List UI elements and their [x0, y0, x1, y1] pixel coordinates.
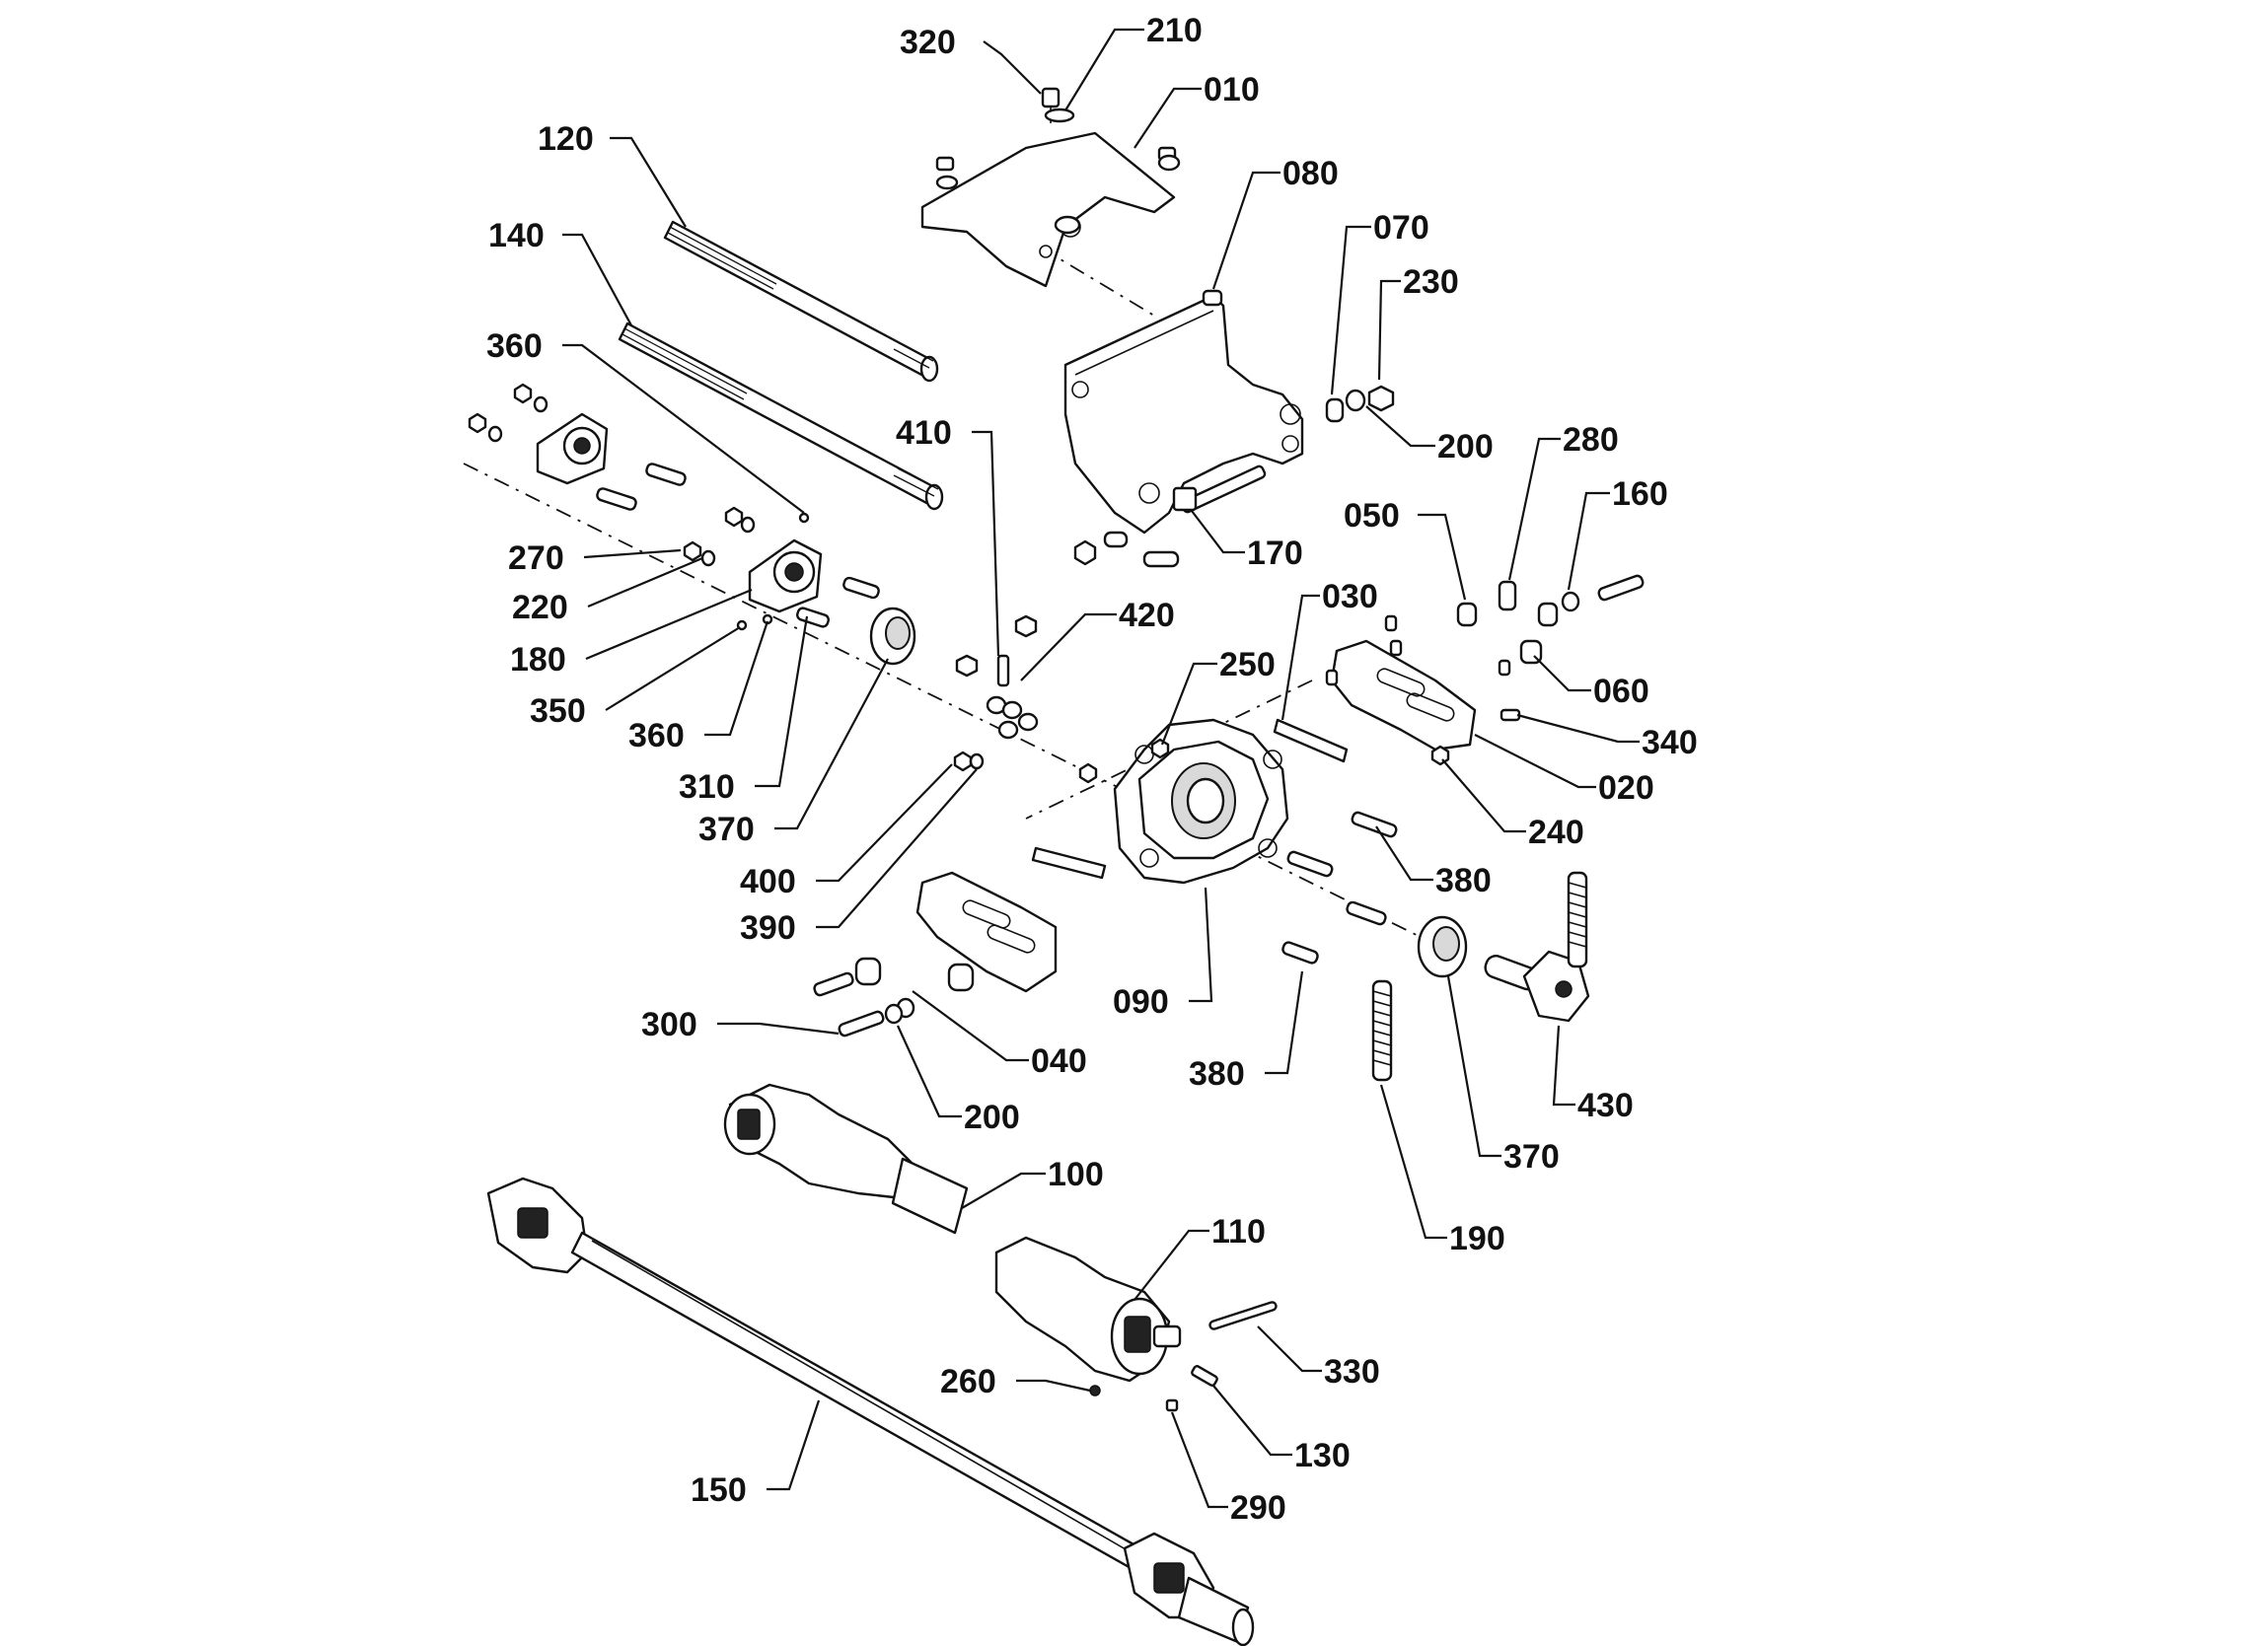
callout-320: 320: [900, 24, 956, 61]
callout-430: 430: [1577, 1087, 1634, 1124]
part-200-washer-lower: [884, 997, 915, 1025]
callout-180: 180: [510, 641, 566, 679]
part-030-plate: [1273, 718, 1349, 763]
callout-labels: 320 210 010 120 080 070 140 230 360 200 …: [486, 12, 1698, 1527]
callout-220: 220: [512, 589, 568, 626]
callout-360: 360: [486, 327, 543, 365]
callout-080: 080: [1282, 155, 1339, 192]
callout-130: 130: [1294, 1437, 1351, 1474]
part-180-flange-bearing-upper: [536, 412, 609, 485]
part-080-bracket: [1063, 289, 1304, 535]
part-180-flange-bearing: [748, 538, 823, 613]
part-320-screw: [935, 87, 1177, 172]
part-160-spacer: [1537, 574, 1645, 627]
part-110-shaft-half: [994, 1236, 1182, 1383]
part-410-screw: [955, 614, 1038, 687]
callout-370: 370: [698, 811, 755, 848]
part-220-washer: [487, 395, 756, 567]
part-230-nut: [1367, 385, 1395, 412]
callout-200: 200: [964, 1099, 1020, 1136]
part-210-washer: [935, 107, 1181, 235]
part-400-nut: [953, 751, 973, 772]
callout-350: 350: [530, 692, 586, 730]
callout-050: 050: [1344, 497, 1400, 535]
callout-010: 010: [1204, 71, 1260, 108]
callout-300: 300: [641, 1006, 697, 1043]
bolts-left: [596, 463, 880, 628]
part-260-screw: [1089, 1385, 1101, 1396]
callout-020: 020: [1598, 769, 1654, 807]
callout-070: 070: [1373, 209, 1429, 247]
part-240-nut: [1430, 745, 1450, 766]
callout-420: 420: [1119, 597, 1175, 634]
part-140-shaft: [618, 322, 944, 511]
callout-170: 170: [1247, 535, 1303, 572]
callout-310: 310: [679, 768, 735, 806]
callout-200: 200: [1437, 428, 1494, 465]
part-340-screw: [1500, 708, 1521, 722]
part-050-spacer: [1456, 602, 1478, 627]
assembly-axis: [463, 211, 1441, 948]
part-420-washers: [986, 695, 1039, 740]
callout-230: 230: [1403, 263, 1459, 301]
part-370-bearing-left: [869, 607, 916, 666]
part-280-bolt: [1498, 580, 1517, 611]
part-390-washer: [969, 752, 985, 770]
callout-110: 110: [1211, 1213, 1266, 1251]
part-130-key: [1191, 1365, 1218, 1387]
part-070-pin: [1325, 397, 1345, 423]
part-290-fitting: [1165, 1398, 1179, 1412]
part-200-washer-top: [1345, 389, 1366, 412]
callout-400: 400: [740, 863, 796, 900]
part-020-plate-lower: [915, 871, 1058, 993]
part-040-spacer: [854, 957, 975, 992]
part-010-cover-plate: [920, 131, 1176, 288]
part-090-housing: [1113, 718, 1289, 885]
part-270-nut: [468, 383, 744, 562]
part-100-shaft-half: [723, 1083, 969, 1235]
part-380-bolt: [1281, 811, 1398, 965]
part-020-plate: [1330, 639, 1477, 751]
part-030-plate-lower: [1031, 846, 1107, 880]
callout-410: 410: [896, 414, 952, 452]
callout-380: 380: [1435, 862, 1492, 899]
callout-290: 290: [1230, 1489, 1286, 1527]
part-430-hub: [1484, 950, 1590, 1023]
callout-040: 040: [1031, 1042, 1087, 1080]
part-330-pin: [1208, 1301, 1278, 1330]
part-250-screw: [1078, 738, 1170, 784]
part-170-bolt: [1073, 465, 1267, 568]
callout-090: 090: [1113, 983, 1169, 1021]
callout-390: 390: [740, 909, 796, 947]
callout-340: 340: [1642, 724, 1698, 761]
callout-360: 360: [628, 717, 685, 754]
callout-100: 100: [1048, 1156, 1104, 1193]
part-190-spring: [1371, 871, 1588, 1082]
callout-270: 270: [508, 539, 564, 577]
callout-210: 210: [1146, 12, 1203, 49]
callout-380: 380: [1189, 1055, 1245, 1093]
part-120-shaft: [663, 220, 939, 383]
part-370-bearing-right: [1417, 915, 1468, 978]
callout-120: 120: [538, 120, 594, 158]
callout-190: 190: [1449, 1220, 1505, 1257]
callout-260: 260: [940, 1363, 996, 1400]
callout-370: 370: [1503, 1138, 1560, 1176]
part-150-drive-shaft: [486, 1177, 1255, 1646]
callout-160: 160: [1612, 475, 1668, 513]
part-300-bolt: [813, 971, 885, 1038]
misc-right-screws: [1325, 614, 1511, 686]
callout-150: 150: [691, 1471, 747, 1509]
callout-140: 140: [488, 217, 545, 254]
part-360-pin: [762, 512, 810, 625]
callout-240: 240: [1528, 814, 1584, 851]
callout-030: 030: [1322, 578, 1378, 615]
callout-330: 330: [1324, 1353, 1380, 1391]
callout-280: 280: [1563, 421, 1619, 459]
leader-lines: [562, 28, 1640, 1509]
callout-250: 250: [1219, 646, 1276, 683]
callout-060: 060: [1593, 673, 1649, 710]
